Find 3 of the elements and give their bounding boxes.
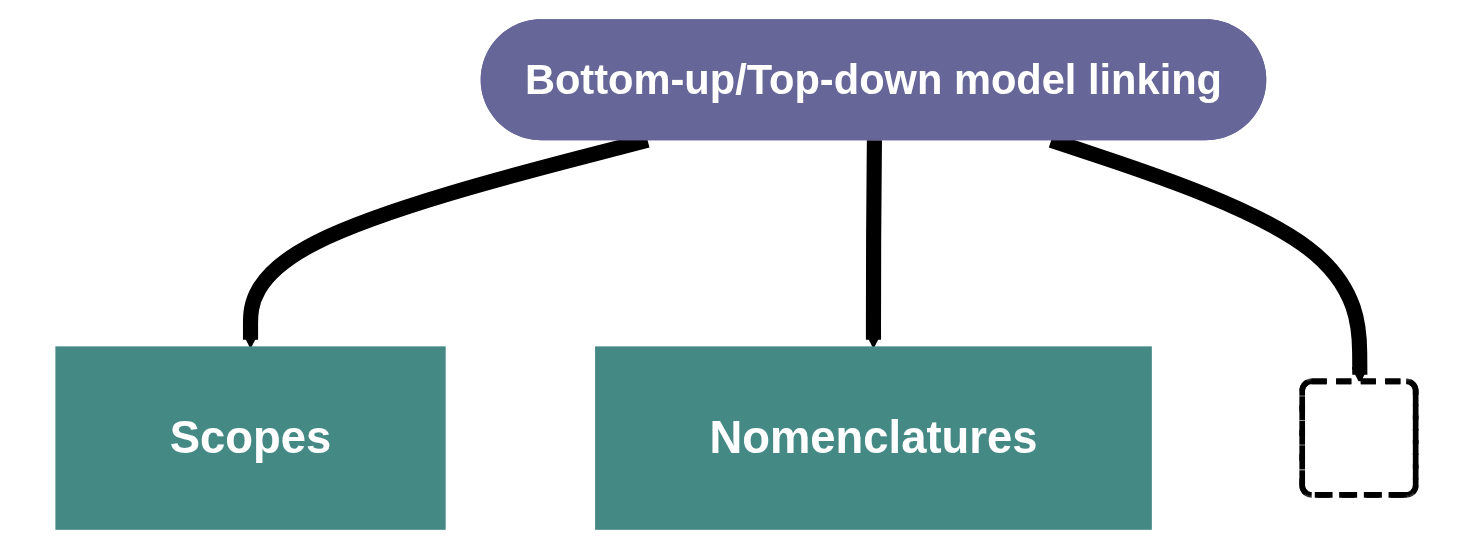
node-box: Nomenclatures [595,346,1152,530]
node-box: Scopes [55,346,446,530]
arrow [865,140,882,349]
